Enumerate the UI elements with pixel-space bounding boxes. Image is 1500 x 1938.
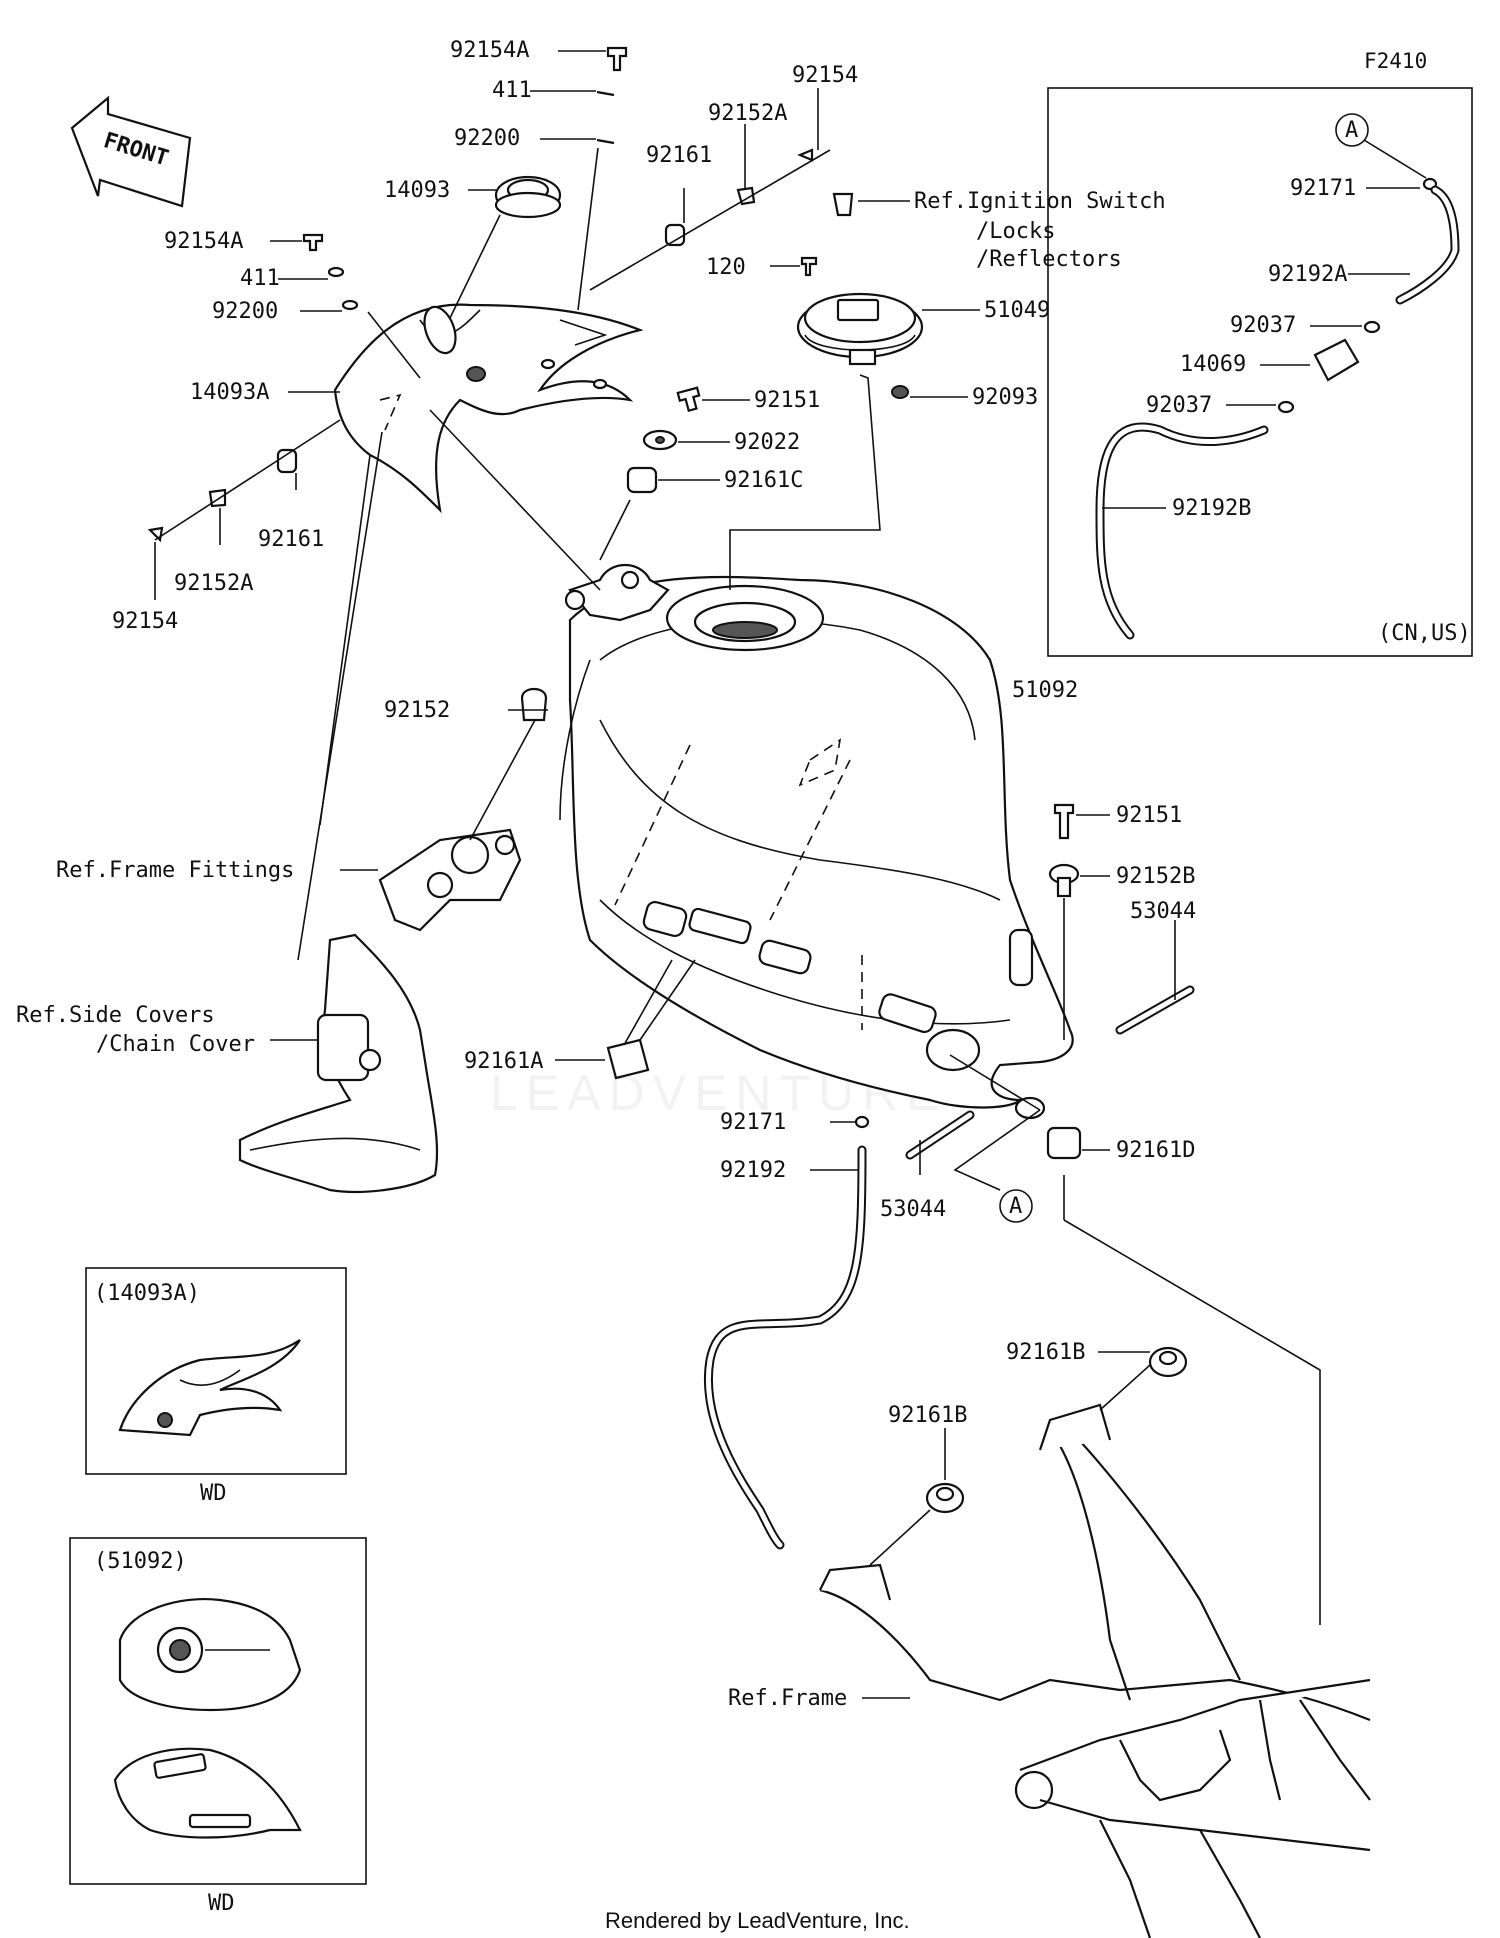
label-ref-side-covers: Ref.Side Covers — [16, 1003, 215, 1028]
label-92161-low: 92161 — [258, 527, 324, 552]
label-92152B: 92152B — [1116, 864, 1195, 889]
spacer-53044-center[interactable] — [905, 1110, 975, 1160]
label-locks: /Locks — [976, 219, 1055, 244]
inset-51092-title: (51092) — [94, 1549, 187, 1574]
label-92154-top: 92154 — [792, 63, 858, 88]
label-92037-low: 92037 — [1146, 393, 1212, 418]
label-92161D: 92161D — [1116, 1138, 1195, 1163]
inset-14093A-title: (14093A) — [94, 1281, 200, 1306]
svg-text:A: A — [1009, 1194, 1022, 1219]
inset-region: (CN,US) — [1378, 621, 1471, 646]
label-92192: 92192 — [720, 1158, 786, 1183]
tank-cover-14093A[interactable] — [333, 303, 644, 514]
label-51092: 51092 — [1012, 678, 1078, 703]
label-411-top: 411 — [492, 78, 532, 103]
callout-labels: 92154A 411 92200 14093 92154A 411 92200 … — [16, 38, 1196, 1711]
label-92093: 92093 — [972, 385, 1038, 410]
inset-51092: (51092) WD — [69, 1537, 367, 1916]
label-92161B-left: 92161B — [888, 1403, 967, 1428]
label-92151-right: 92151 — [1116, 803, 1182, 828]
frame-fitting — [378, 828, 522, 932]
label-92037-top: 92037 — [1230, 313, 1296, 338]
label-14069: 14069 — [1180, 352, 1246, 377]
label-92154A-top: 92154A — [450, 38, 529, 63]
inset-51092-caption: WD — [208, 1891, 235, 1916]
label-ref-frame: Ref.Frame — [728, 1686, 847, 1711]
label-ref-ignition: Ref.Ignition Switch — [914, 189, 1166, 214]
label-92161A: 92161A — [464, 1049, 543, 1074]
label-ref-frame-fittings: Ref.Frame Fittings — [56, 858, 294, 883]
figure-code: F2410 — [1364, 49, 1427, 73]
side-cover — [238, 933, 439, 1193]
label-92161-top: 92161 — [646, 143, 712, 168]
inset-14093A: (14093A) WD — [85, 1267, 347, 1506]
leader-lines — [154, 50, 1321, 1699]
label-reflectors: /Reflectors — [976, 247, 1122, 272]
footer-credit: Rendered by LeadVenture, Inc. — [605, 1908, 910, 1933]
label-92161B-right: 92161B — [1006, 1340, 1085, 1365]
cap-ring-14093[interactable] — [494, 175, 562, 219]
inset-hose-assembly: A 92171 92192A 92037 14069 92037 92192B … — [1047, 87, 1473, 657]
label-92152A-top: 92152A — [708, 101, 787, 126]
front-arrow: FRONT — [70, 95, 192, 208]
label-chain-cover: /Chain Cover — [96, 1032, 255, 1057]
label-92154A-left: 92154A — [164, 229, 243, 254]
label-92022: 92022 — [734, 430, 800, 455]
label-92154-low: 92154 — [112, 609, 178, 634]
ref-marker-a: A — [999, 1189, 1033, 1223]
label-92152A-low: 92152A — [174, 571, 253, 596]
drain-hose-92192[interactable] — [704, 1145, 867, 1550]
label-92200-top: 92200 — [454, 126, 520, 151]
label-92152: 92152 — [384, 698, 450, 723]
label-411-left: 411 — [240, 266, 280, 291]
label-120: 120 — [706, 255, 746, 280]
label-inset-92171: 92171 — [1290, 176, 1356, 201]
label-14093A: 14093A — [190, 380, 269, 405]
spacer-53044-right[interactable] — [1115, 985, 1195, 1035]
frame — [819, 1403, 1371, 1938]
label-92151-top: 92151 — [754, 388, 820, 413]
fuel-tank[interactable] — [559, 564, 1074, 1120]
label-92192A: 92192A — [1268, 262, 1347, 287]
label-92161C: 92161C — [724, 468, 803, 493]
label-51049: 51049 — [984, 298, 1050, 323]
label-92200-left: 92200 — [212, 299, 278, 324]
label-53044-right: 53044 — [1130, 899, 1196, 924]
fuel-cap-51049[interactable] — [796, 292, 924, 366]
label-14093: 14093 — [384, 178, 450, 203]
inset-14093A-caption: WD — [200, 1481, 227, 1506]
label-92171: 92171 — [720, 1110, 786, 1135]
label-53044-center: 53044 — [880, 1197, 946, 1222]
inset-ref-marker: A — [1345, 118, 1358, 143]
label-92192B: 92192B — [1172, 496, 1251, 521]
